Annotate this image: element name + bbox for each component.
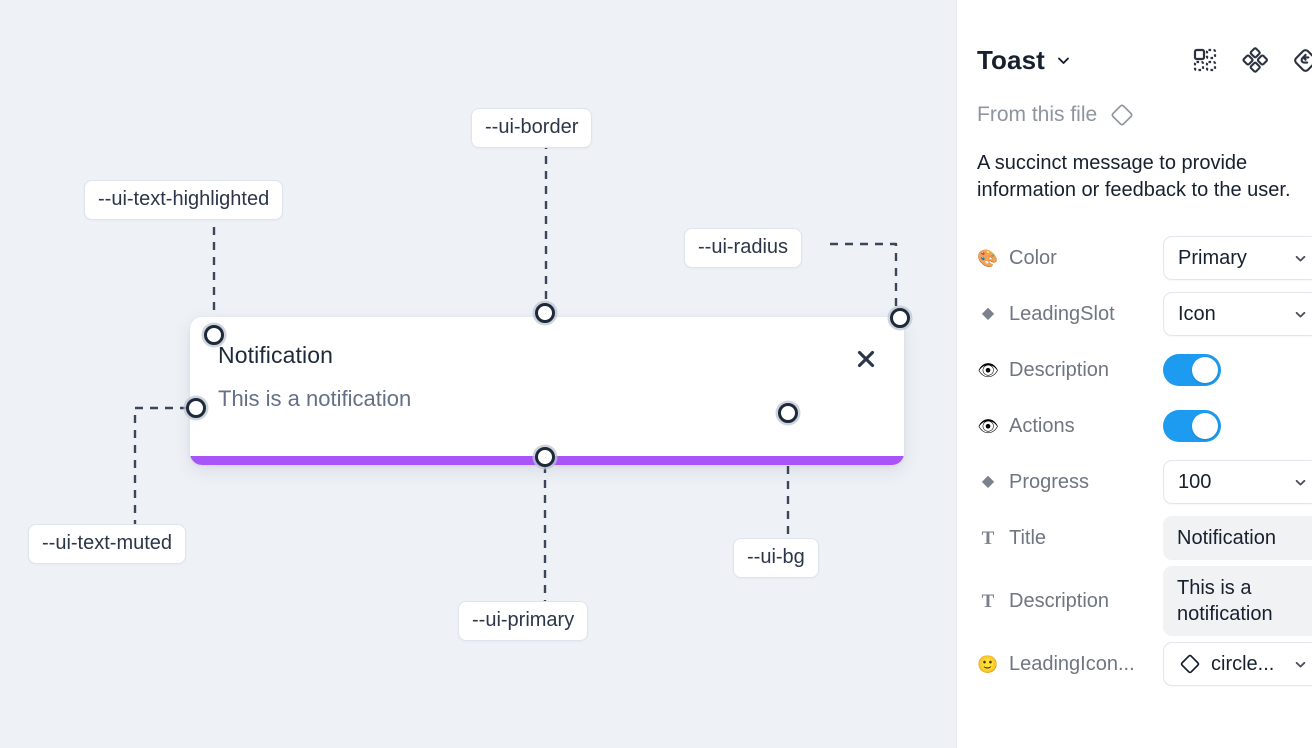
- annotation-label-ui-bg[interactable]: --ui-bg: [733, 538, 819, 578]
- anchor-ui-radius[interactable]: [890, 308, 910, 328]
- description-input-value: This is a notification: [1177, 577, 1273, 625]
- chevron-down-icon: [1293, 307, 1308, 322]
- title-input-value: Notification: [1177, 527, 1276, 549]
- progress-select[interactable]: 100: [1163, 460, 1312, 504]
- components-grid-icon: [1193, 48, 1217, 72]
- property-label-group: 🙂 LeadingIcon...: [977, 653, 1163, 676]
- chevron-down-icon: [1293, 475, 1308, 490]
- property-row-actions: 👁 Actions: [973, 398, 1312, 454]
- description-input[interactable]: This is a notification: [1163, 566, 1312, 636]
- reset-component-button[interactable]: [1292, 47, 1312, 74]
- property-row-title: T Title Notification: [973, 510, 1312, 566]
- color-select[interactable]: Primary: [1163, 236, 1312, 280]
- smiley-icon: 🙂: [977, 654, 999, 674]
- component-description: A succinct message to provide informatio…: [977, 152, 1291, 201]
- property-label-group: ◆ LeadingSlot: [977, 303, 1163, 326]
- property-row-leadingslot: ◆ LeadingSlot Icon: [973, 286, 1312, 342]
- property-label-group: 👁 Description: [977, 359, 1163, 382]
- close-icon: [857, 350, 875, 368]
- panel-header-actions: [1192, 47, 1312, 74]
- palette-icon: 🎨: [977, 248, 999, 268]
- property-label: LeadingSlot: [1009, 302, 1115, 325]
- anchor-ui-border[interactable]: [535, 303, 555, 323]
- title-input[interactable]: Notification: [1163, 516, 1312, 560]
- eye-icon: 👁: [977, 416, 999, 436]
- chevron-down-icon: [1293, 251, 1308, 266]
- toggle-knob: [1192, 413, 1218, 439]
- variants-diamond-icon: [1242, 47, 1268, 73]
- text-icon: T: [981, 590, 995, 612]
- properties-panel: Toast: [956, 0, 1312, 748]
- property-label-group: 👁 Actions: [977, 415, 1163, 438]
- panel-title: Toast: [977, 44, 1045, 75]
- progress-select-value: 100: [1178, 470, 1212, 493]
- from-this-file-row[interactable]: From this file: [973, 102, 1312, 128]
- property-row-description: 👁 Description: [973, 342, 1312, 398]
- property-label: Description: [1009, 358, 1110, 381]
- annotation-label-ui-border[interactable]: --ui-border: [471, 108, 593, 148]
- toast-title: Notification: [218, 342, 333, 368]
- leadingslot-select[interactable]: Icon: [1163, 292, 1312, 336]
- reset-diamond-icon: [1294, 48, 1312, 72]
- property-label-group: T Description: [977, 590, 1163, 613]
- toast-close-button[interactable]: [852, 345, 880, 373]
- diamond-icon: [1178, 652, 1202, 676]
- property-row-progress: ◆ Progress 100: [973, 454, 1312, 510]
- property-control: 100: [1163, 460, 1312, 504]
- eye-icon: 👁: [977, 360, 999, 380]
- property-label-group: T Title: [977, 527, 1163, 550]
- anchor-ui-bg[interactable]: [778, 403, 798, 423]
- diamond-icon: ◆: [981, 305, 995, 322]
- property-control: This is a notification: [1163, 566, 1312, 636]
- leadingicon-select[interactable]: circle...: [1163, 642, 1312, 686]
- property-control: circle...: [1163, 642, 1312, 686]
- property-row-leadingicon: 🙂 LeadingIcon... circle...: [973, 636, 1312, 692]
- property-label: Actions: [1009, 414, 1075, 437]
- actions-toggle[interactable]: [1163, 410, 1221, 442]
- anchor-ui-text-highlighted[interactable]: [204, 325, 224, 345]
- annotation-label-ui-text-muted[interactable]: --ui-text-muted: [28, 524, 187, 564]
- anchor-ui-primary[interactable]: [535, 447, 555, 467]
- annotation-label-ui-primary[interactable]: --ui-primary: [458, 601, 589, 641]
- leadingslot-select-value: Icon: [1178, 302, 1216, 325]
- property-row-description-text: T Description This is a notification: [973, 566, 1312, 636]
- annotation-label-ui-radius[interactable]: --ui-radius: [684, 228, 803, 268]
- panel-title-dropdown[interactable]: [1055, 52, 1072, 69]
- text-icon: T: [981, 527, 995, 549]
- property-control: [1163, 410, 1312, 442]
- anchor-ui-text-muted[interactable]: [186, 398, 206, 418]
- leadingicon-select-value: circle...: [1211, 652, 1275, 675]
- description-toggle[interactable]: [1163, 354, 1221, 386]
- property-control: Notification: [1163, 516, 1312, 560]
- chevron-down-icon: [1057, 57, 1069, 64]
- toast-body: Notification This is a notification: [190, 317, 904, 412]
- components-grid-button[interactable]: [1192, 47, 1218, 73]
- property-label: Description: [1009, 589, 1110, 612]
- design-canvas[interactable]: Notification This is a notification --ui…: [0, 0, 956, 748]
- property-label-group: 🎨 Color: [977, 247, 1163, 270]
- diamond-icon: [1111, 104, 1133, 126]
- annotation-label-ui-text-highlighted[interactable]: --ui-text-highlighted: [84, 180, 284, 220]
- property-label: LeadingIcon...: [1009, 652, 1135, 675]
- chevron-down-icon: [1293, 657, 1308, 672]
- property-label: Color: [1009, 246, 1057, 269]
- color-select-value: Primary: [1178, 246, 1247, 269]
- property-control: Icon: [1163, 292, 1312, 336]
- property-list: 🎨 Color Primary: [973, 230, 1312, 692]
- property-label-group: ◆ Progress: [977, 471, 1163, 494]
- variants-button[interactable]: [1242, 47, 1268, 73]
- property-row-color: 🎨 Color Primary: [973, 230, 1312, 286]
- property-control: [1163, 354, 1312, 386]
- panel-header: Toast: [973, 32, 1312, 88]
- toast-preview-card[interactable]: Notification This is a notification: [190, 317, 904, 465]
- toggle-knob: [1192, 357, 1218, 383]
- toast-description: This is a notification: [218, 386, 412, 412]
- property-label: Progress: [1009, 470, 1090, 493]
- property-label: Title: [1009, 526, 1047, 549]
- property-control: Primary: [1163, 236, 1312, 280]
- from-this-file-label: From this file: [977, 103, 1098, 126]
- diamond-icon: ◆: [981, 473, 995, 490]
